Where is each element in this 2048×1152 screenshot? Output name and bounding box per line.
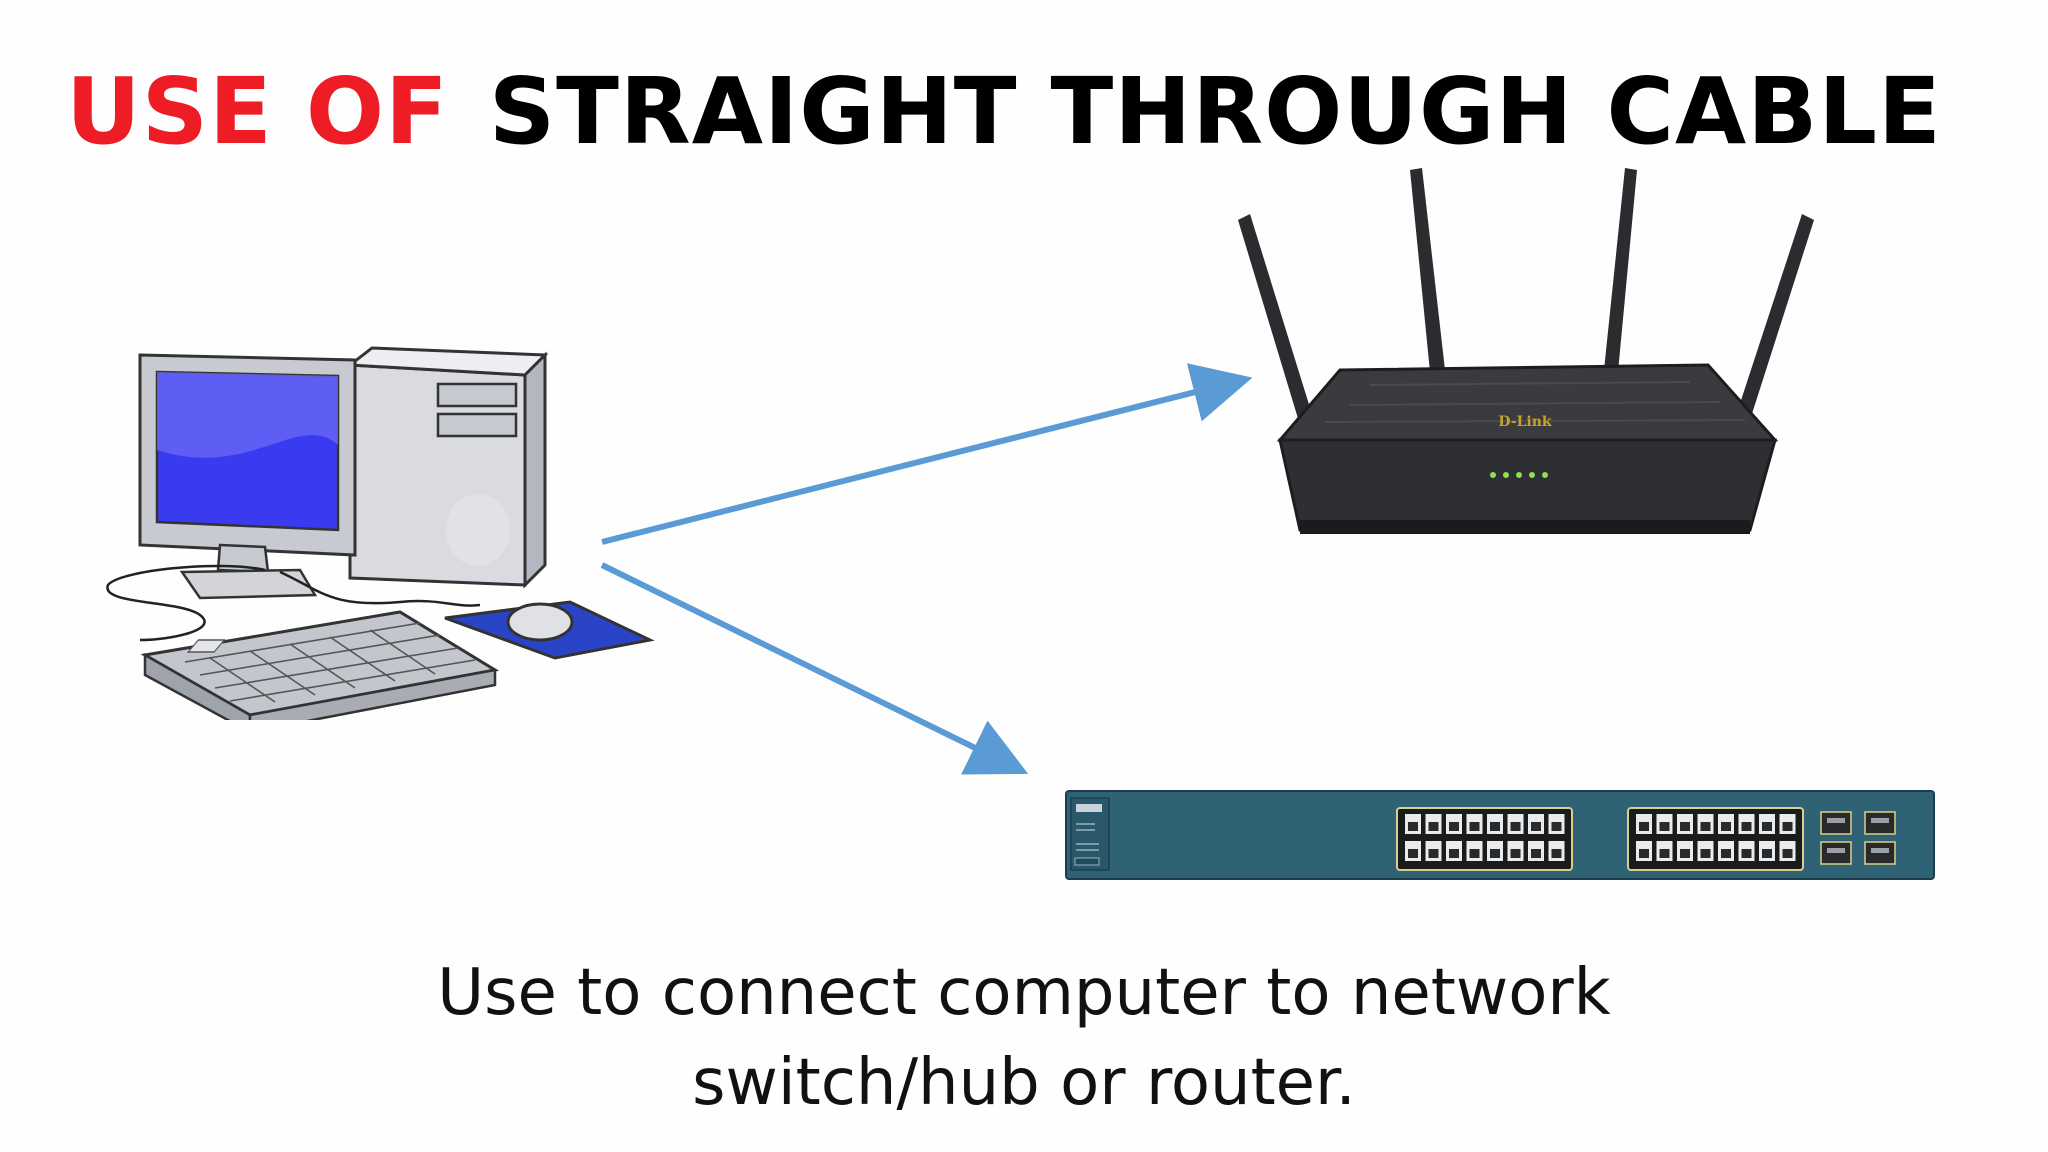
ethernet-port-socket (1428, 849, 1439, 858)
ethernet-port-socket (1408, 822, 1418, 831)
ethernet-port-socket (1741, 849, 1752, 858)
title-use-of: USE OF (66, 58, 449, 165)
ethernet-port-socket (1741, 822, 1752, 831)
ethernet-port-socket (1469, 822, 1480, 831)
router-icon: D-Link (1238, 168, 1814, 534)
computer-icon (106, 346, 655, 720)
slide-title: USE OF STRAIGHT THROUGH CABLE (66, 52, 2016, 172)
ethernet-port-socket (1700, 822, 1711, 831)
ethernet-port-socket (1510, 849, 1521, 858)
arrow-to-switch (600, 562, 1029, 775)
ethernet-port-socket (1490, 822, 1500, 831)
ethernet-port-socket (1721, 849, 1731, 858)
arrow-to-router (601, 363, 1253, 545)
ethernet-port-socket (1762, 849, 1772, 858)
ethernet-port-socket (1639, 822, 1649, 831)
ethernet-port-socket (1449, 822, 1459, 831)
ethernet-port-socket (1659, 849, 1670, 858)
caption-line-2: switch/hub or router. (692, 1046, 1356, 1120)
ethernet-port-socket (1531, 849, 1541, 858)
ethernet-port-socket (1510, 822, 1521, 831)
ethernet-port-socket (1782, 849, 1793, 858)
ethernet-port-socket (1659, 822, 1670, 831)
ethernet-port-socket (1551, 849, 1562, 858)
title-straight-through-cable: STRAIGHT THROUGH CABLE (488, 58, 1942, 165)
ethernet-port-socket (1428, 822, 1439, 831)
ethernet-port-socket (1551, 822, 1562, 831)
ethernet-port-socket (1531, 822, 1541, 831)
ethernet-port-socket (1469, 849, 1480, 858)
ethernet-port-socket (1680, 822, 1690, 831)
ethernet-port-socket (1449, 849, 1459, 858)
ethernet-port-socket (1700, 849, 1711, 858)
network-switch-icon (1065, 790, 1935, 880)
ethernet-port-socket (1639, 849, 1649, 858)
router-brand-label: D-Link (1498, 414, 1552, 430)
ethernet-port-socket (1680, 849, 1690, 858)
caption-line-1: Use to connect computer to network (437, 956, 1611, 1030)
ethernet-port-socket (1762, 822, 1772, 831)
ethernet-port-socket (1408, 849, 1418, 858)
ethernet-port-socket (1782, 822, 1793, 831)
ethernet-port-socket (1721, 822, 1731, 831)
ethernet-port-socket (1490, 849, 1500, 858)
slide-caption: Use to connect computer to network switc… (224, 948, 1824, 1128)
